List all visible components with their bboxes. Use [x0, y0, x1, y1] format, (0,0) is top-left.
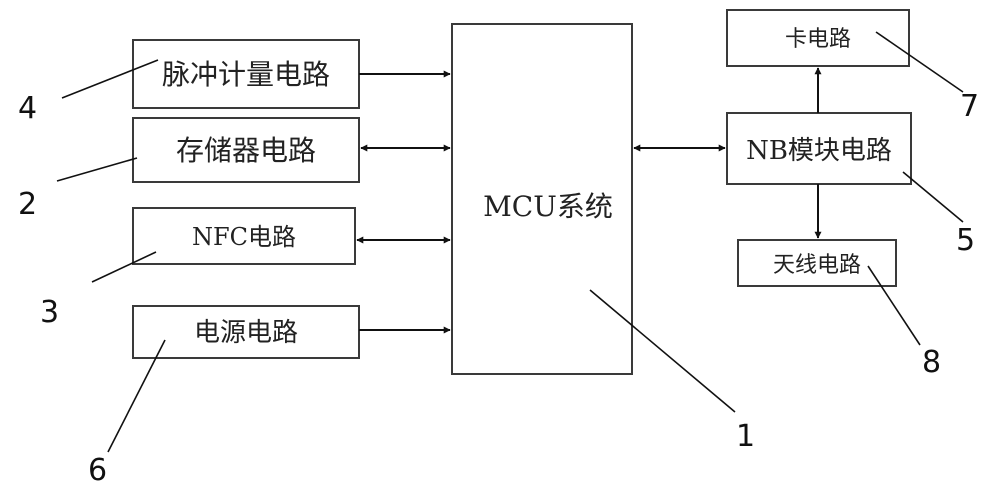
callout-4: 4 [18, 91, 37, 126]
leader-line-2 [56, 157, 138, 182]
nfc-label: NFC电路 [192, 223, 296, 251]
antenna-label: 天线电路 [773, 253, 861, 278]
antenna-block: 天线电路 [737, 239, 897, 287]
callout-2: 2 [18, 187, 37, 222]
callout-8: 8 [922, 345, 941, 380]
storage-block: 存储器电路 [132, 117, 360, 183]
card-block: 卡电路 [726, 9, 910, 67]
leader-line-5 [902, 171, 964, 223]
callout-6: 6 [88, 453, 107, 488]
mcu-block: MCU系统 [451, 23, 633, 375]
power-block: 电源电路 [132, 305, 360, 359]
pulse-metering-block: 脉冲计量电路 [132, 39, 360, 109]
callout-7: 7 [960, 89, 979, 124]
leader-line-1 [589, 289, 736, 413]
card-label: 卡电路 [785, 27, 851, 52]
nb-module-block: NB模块电路 [726, 112, 912, 185]
leader-line-8 [867, 265, 921, 346]
pulse-metering-label: 脉冲计量电路 [162, 58, 330, 91]
callout-3: 3 [40, 295, 59, 330]
nb-module-label: NB模块电路 [746, 136, 892, 166]
leader-line-6 [107, 339, 166, 453]
callout-1: 1 [736, 419, 755, 454]
leader-line-4 [61, 59, 159, 99]
leader-line-7 [875, 31, 964, 93]
storage-label: 存储器电路 [176, 134, 316, 167]
nfc-block: NFC电路 [132, 207, 356, 265]
mcu-label: MCU系统 [483, 190, 613, 223]
callout-5: 5 [956, 223, 975, 258]
leader-line-3 [91, 251, 157, 283]
power-label: 电源电路 [194, 318, 298, 348]
